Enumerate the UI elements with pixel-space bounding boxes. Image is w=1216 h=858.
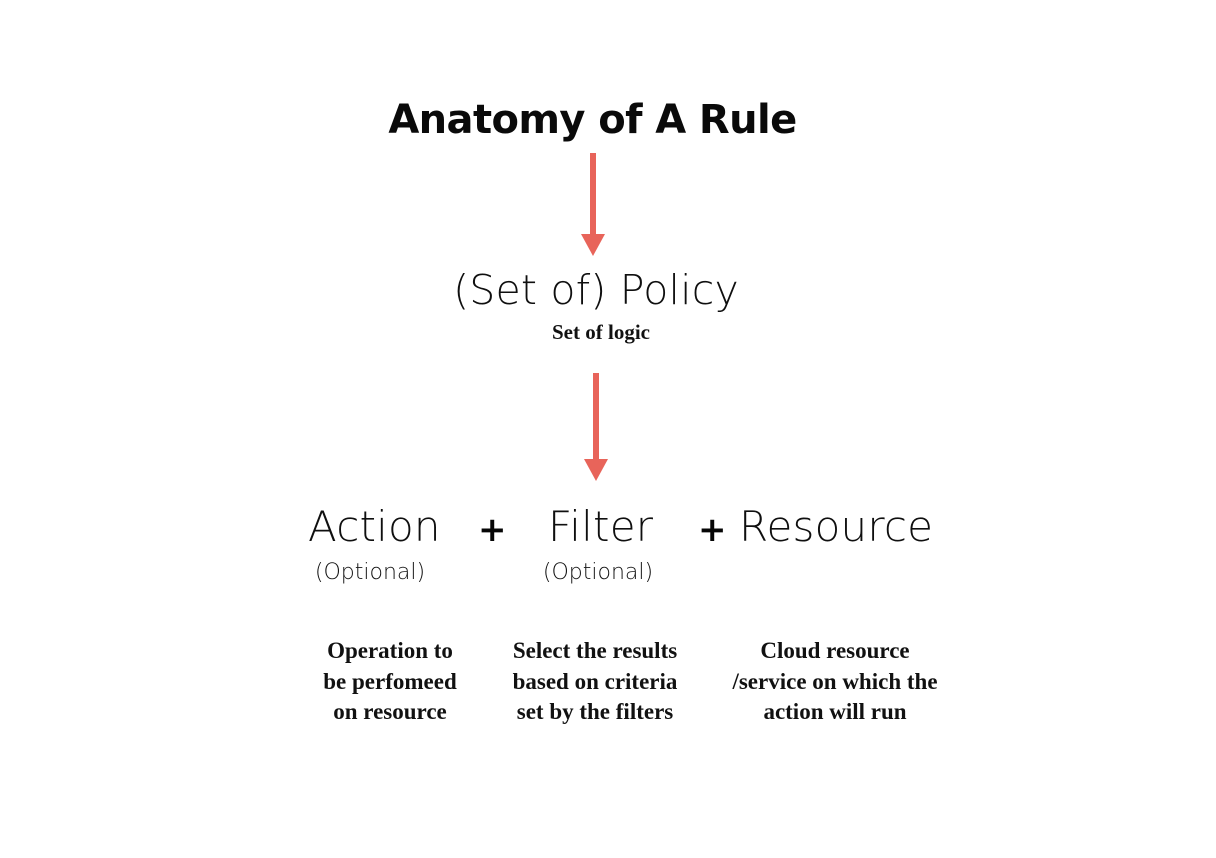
term-filter: Filter	[548, 502, 654, 551]
description-resource: Cloud resource /service on which the act…	[732, 638, 938, 724]
arrow-title-to-policy	[573, 150, 613, 265]
policy-sublabel: Set of logic	[552, 320, 650, 344]
plus-operator-1: +	[478, 510, 507, 550]
arrow-policy-to-formula	[576, 370, 616, 490]
term-resource: Resource	[739, 502, 934, 551]
formula-row: Action + Filter + Resource	[280, 500, 940, 558]
optional-label-filter: (Optional)	[542, 560, 654, 585]
arrow-down-icon	[581, 153, 605, 256]
description-filter: Select the results based on criteria set…	[512, 638, 678, 724]
optional-label-action: (Optional)	[314, 560, 426, 585]
page-title: Anatomy of A Rule	[388, 97, 797, 143]
description-action: Operation to be perfomeed on resource	[323, 638, 457, 724]
plus-operator-2: +	[698, 510, 727, 550]
policy-label: (Set of) Policy	[453, 266, 739, 314]
term-action: Action	[308, 502, 441, 551]
arrow-down-icon	[584, 373, 608, 481]
description-row: Operation to be perfomeed on resource Se…	[280, 636, 960, 736]
